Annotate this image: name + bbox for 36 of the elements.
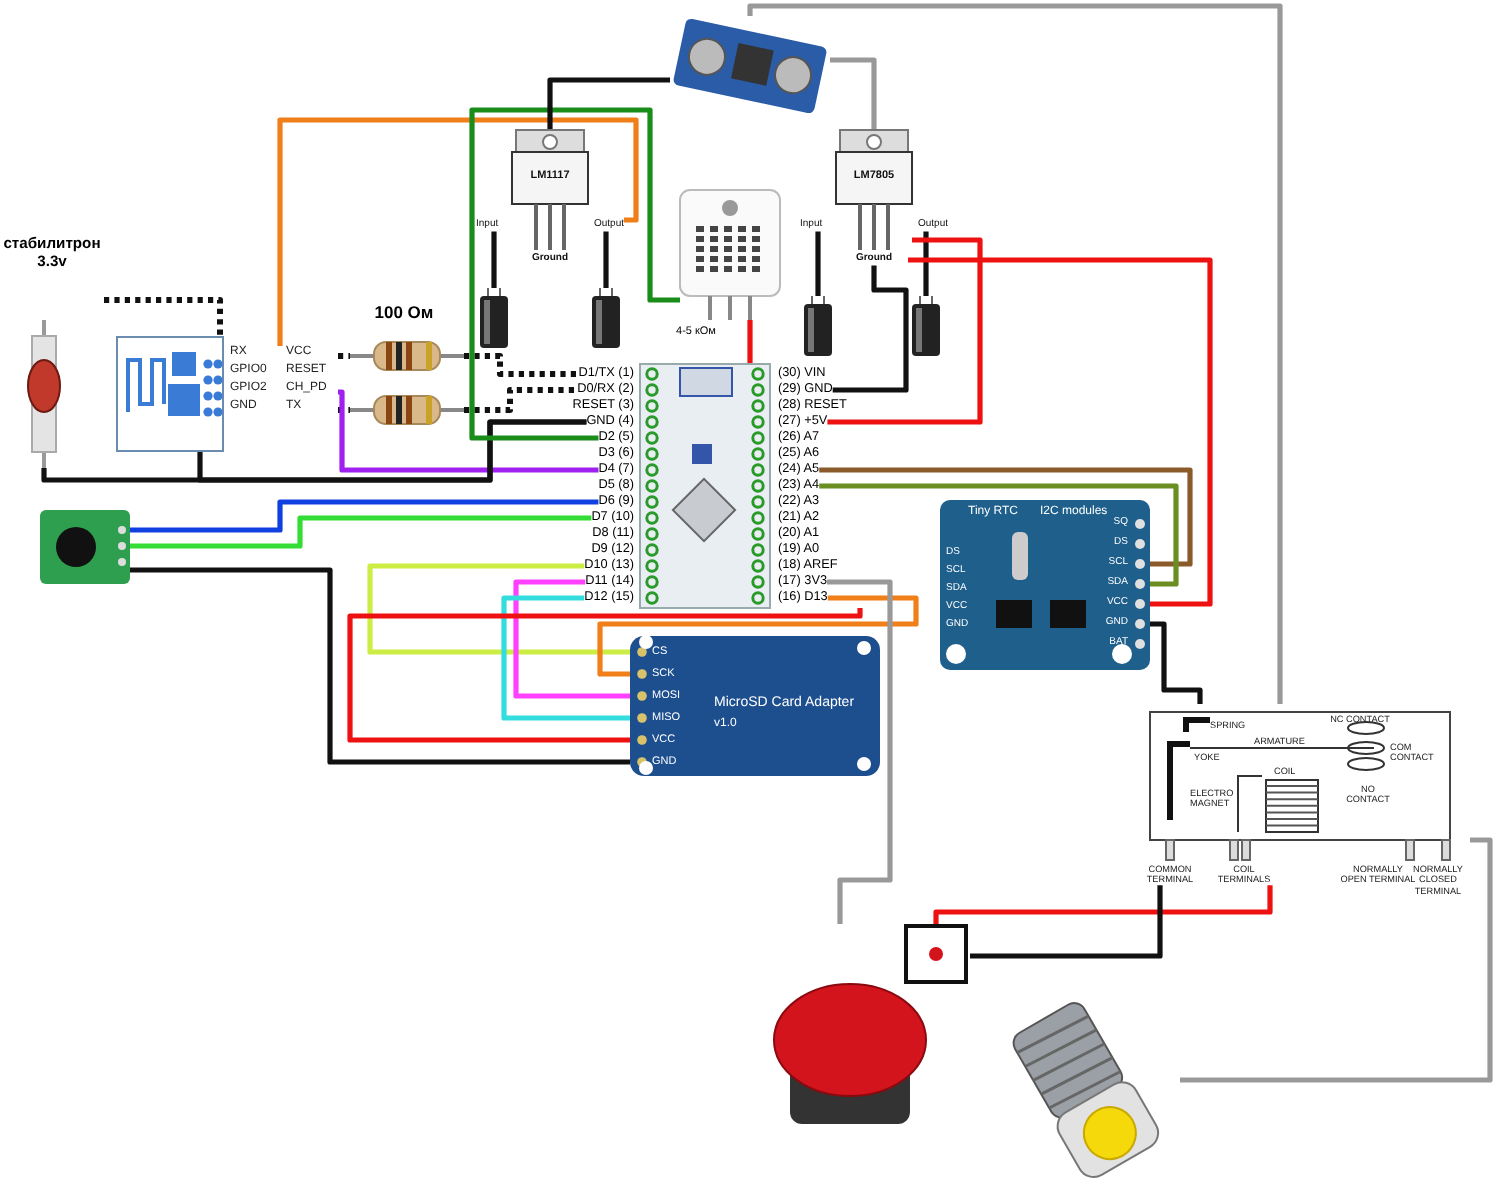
wire xyxy=(130,567,630,765)
wire xyxy=(747,320,753,364)
wire xyxy=(338,389,599,473)
wire xyxy=(819,483,1179,587)
wire xyxy=(547,77,670,130)
wire xyxy=(830,57,877,130)
wire xyxy=(747,3,1283,704)
wire xyxy=(513,579,630,699)
wire xyxy=(597,595,919,677)
wire xyxy=(970,885,1163,959)
wire xyxy=(347,607,863,743)
wire xyxy=(827,237,983,425)
wire xyxy=(827,579,893,924)
wire xyxy=(277,117,639,346)
resistor-value: 100 Ом xyxy=(372,304,436,324)
wire xyxy=(908,257,1213,607)
wire xyxy=(464,387,578,413)
wire xyxy=(469,107,680,441)
wire xyxy=(832,265,909,393)
wire xyxy=(464,353,579,377)
wire xyxy=(501,595,630,721)
wire xyxy=(933,885,1273,924)
wire xyxy=(367,563,630,655)
wire xyxy=(491,231,497,288)
wire xyxy=(104,297,223,336)
wire xyxy=(923,231,929,296)
wire xyxy=(1180,837,1493,1083)
wire xyxy=(41,419,587,483)
wire xyxy=(130,499,599,533)
wire xyxy=(338,407,350,413)
wire xyxy=(1150,621,1203,704)
wire xyxy=(603,231,609,288)
wire xyxy=(130,515,592,549)
wire xyxy=(819,467,1193,567)
wire xyxy=(815,231,821,296)
wire xyxy=(338,353,350,359)
